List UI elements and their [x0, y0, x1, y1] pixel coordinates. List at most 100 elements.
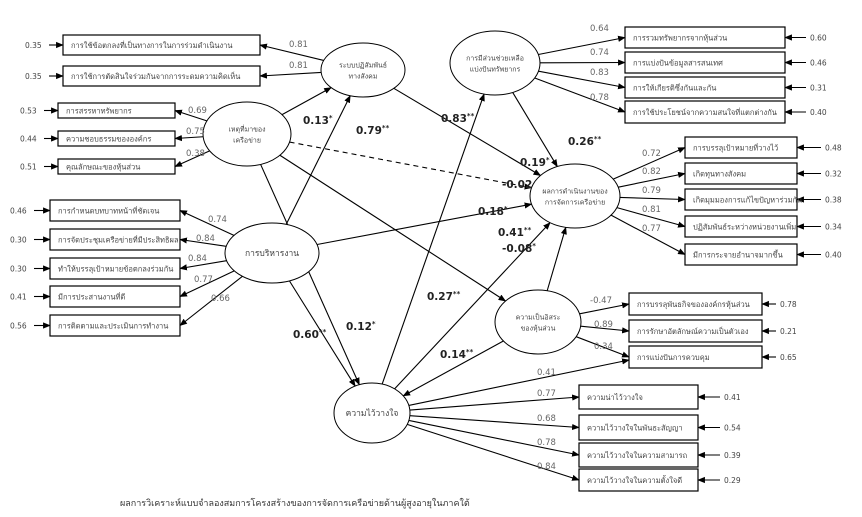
- factor-loading: 0.81: [289, 61, 308, 71]
- indicator-label: ทำให้บรรลุเป้าหมายข้อตกลงร่วมกัน: [58, 265, 173, 274]
- error-variance: 0.78: [780, 300, 797, 309]
- significance-marker: **: [594, 135, 602, 143]
- error-variance: 0.39: [724, 451, 741, 460]
- error-variance: 0.51: [20, 163, 37, 172]
- indicator-social: การใช้การตัดสินใจร่วมกันจากการระดมความคิ…: [25, 61, 308, 87]
- indicator-box: [624, 51, 786, 74]
- indicator-resource: การรวมทรัพยากรจากหุ้นส่วน0.640.60: [590, 24, 827, 49]
- error-variance: 0.56: [10, 322, 27, 331]
- loading-arrow: [409, 394, 580, 411]
- indicator-box: [684, 136, 798, 159]
- indicator-outcome: เกิดมุมมองการแก้ไขปัญหาร่วมกัน0.790.38: [642, 186, 842, 211]
- coefficient-value: 0.19: [520, 157, 546, 169]
- structural-path-autonomy-to-trust: [402, 340, 504, 397]
- latent-ellipse: [224, 222, 320, 284]
- error-variance: 0.60: [810, 34, 827, 43]
- significance-marker: **: [382, 124, 390, 132]
- factor-loading: -0.47: [590, 296, 612, 306]
- coefficient-value: 0.27: [427, 291, 453, 303]
- loading-arrow: [618, 171, 686, 188]
- indicator-box: [684, 243, 798, 266]
- loading-arrow: [179, 270, 235, 297]
- loading-arrow: [579, 302, 630, 315]
- nodes: ระบบปฏิสัมพันธ์ทางสังคมเหตุที่มาของเครือ…: [10, 24, 842, 492]
- indicator-label: คุณลักษณะของหุ้นส่วน: [66, 163, 140, 172]
- indicator-box: [624, 76, 786, 99]
- error-variance: 0.48: [825, 144, 842, 153]
- coefficient-value: 0.60: [293, 329, 319, 341]
- structural-path-trust-to-outcome: [394, 222, 551, 390]
- indicator-box: [684, 162, 798, 185]
- coefficient-value: 0.13: [303, 115, 329, 127]
- factor-loading: 0.81: [289, 40, 308, 50]
- indicator-outcome: ปฏิสัมพันธ์ระหว่างหน่วยงานเพิ่ม0.810.34: [642, 205, 842, 238]
- loading-arrow: [259, 71, 322, 79]
- latent-label: ผลการดำเนินงานของ: [542, 188, 607, 196]
- loading-arrow: [174, 150, 210, 168]
- latent-ellipse: [449, 30, 541, 96]
- indicator-box: [62, 34, 261, 56]
- factor-loading: 0.74: [590, 48, 609, 58]
- latent-ellipse: [333, 382, 411, 444]
- path-coefficient: -0.08*: [502, 242, 536, 255]
- significance-marker: **: [524, 226, 532, 234]
- indicator-box: [578, 384, 699, 410]
- path-coefficient: 0.18*: [478, 205, 508, 218]
- structural-path-antecedent-to-trust: [260, 164, 360, 386]
- path-coefficient: 0.27**: [427, 290, 461, 303]
- structural-path-antecedent-to-social: [281, 87, 332, 116]
- path-lines: [34, 34, 821, 484]
- indicator-label: การแบ่งปันการควบคุม: [637, 353, 710, 362]
- factor-loading: 0.34: [594, 342, 613, 352]
- indicator-label: การใช้ประโยชน์จากความสนใจที่แตกต่างกัน: [633, 107, 777, 117]
- indicator-box: [578, 442, 699, 468]
- indicator-box: [578, 468, 699, 492]
- latent-label: ความเป็นอิสระ: [516, 313, 561, 322]
- factor-loading: 0.68: [537, 414, 556, 424]
- latent-social: ระบบปฏิสัมพันธ์ทางสังคม: [320, 42, 406, 98]
- indicator-label: การติดตามและประเมินการทำงาน: [58, 322, 168, 331]
- indicator-label: การบรรลุเป้าหมายที่วางไว้: [693, 143, 778, 153]
- latent-label: เหตุที่มาของ: [228, 125, 265, 134]
- indicator-box: [49, 257, 181, 280]
- error-variance: 0.44: [20, 135, 37, 144]
- cross-loading-value: 0.41: [537, 368, 556, 378]
- loading-arrow: [576, 336, 630, 358]
- loading-arrow: [580, 325, 630, 334]
- indicator-label: มีการกระจายอำนาจมากขึ้น: [693, 250, 783, 260]
- indicator-trust: ความไว้วางใจในความตั้งใจดี0.840.29: [537, 462, 741, 492]
- indicator-management: ทำให้บรรลุเป้าหมายข้อตกลงร่วมกัน0.840.30: [10, 254, 207, 280]
- loading-arrow: [179, 237, 227, 247]
- latent-label: ทางสังคม: [349, 73, 378, 81]
- indicator-label: การสรรหาทรัพยากร: [66, 107, 132, 116]
- indicator-label: การรวมทรัพยากรจากหุ้นส่วน: [633, 34, 727, 43]
- latent-trust: ความไว้วางใจ: [333, 382, 411, 444]
- indicator-antecedent: ความชอบธรรมขององค์กร0.750.44: [20, 127, 205, 147]
- loading-arrow: [179, 275, 243, 326]
- factor-loading: 0.77: [194, 275, 213, 285]
- loading-arrow: [259, 43, 324, 61]
- indicator-box: [57, 102, 176, 119]
- error-variance: 0.38: [825, 196, 842, 205]
- indicator-outcome: การบรรลุเป้าหมายที่วางไว้0.720.48: [642, 136, 842, 159]
- structural-path-antecedent-to-autonomy: [279, 154, 507, 302]
- indicator-label: การให้เกียรติซึ่งกันและกัน: [633, 83, 716, 93]
- path-coefficient: 0.83**: [441, 112, 475, 125]
- loading-arrow: [534, 77, 626, 113]
- error-variance: 0.41: [10, 293, 27, 302]
- error-variance: 0.34: [825, 223, 842, 232]
- indicator-box: [628, 345, 763, 369]
- latent-ellipse: [202, 101, 292, 167]
- coefficient-value: 0.26: [568, 136, 594, 148]
- error-variance: 0.30: [10, 265, 27, 274]
- indicator-label: ความน่าไว้วางใจ: [587, 393, 643, 402]
- coefficient-value: 0.18: [478, 206, 504, 218]
- indicator-label: ความไว้วางใจในความสามารถ: [587, 451, 687, 460]
